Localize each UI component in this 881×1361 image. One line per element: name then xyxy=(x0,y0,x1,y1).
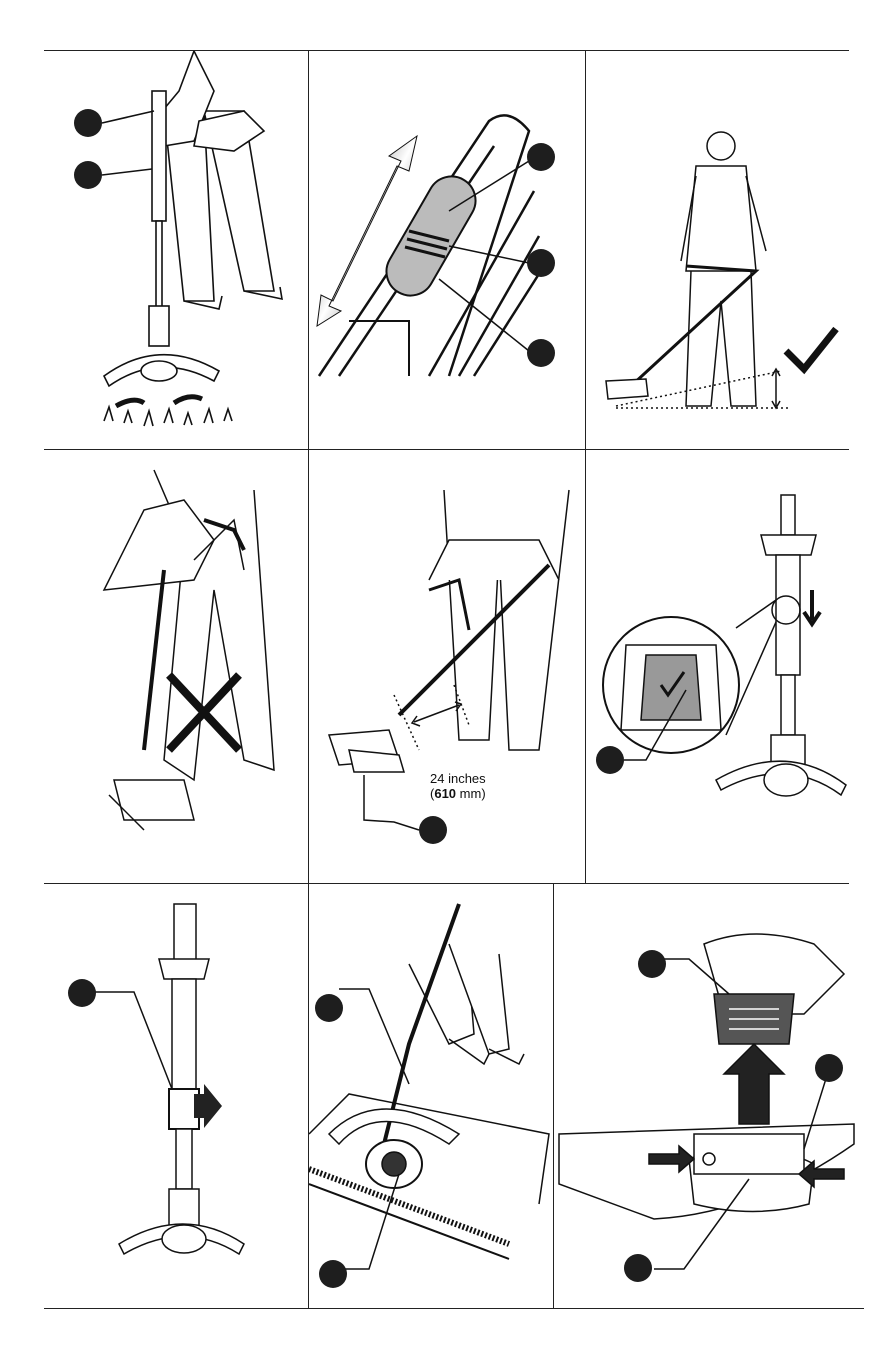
callout-marker xyxy=(68,979,96,1007)
callout-marker xyxy=(624,1254,652,1282)
figure-edge-guide-distance: 24 inches (610 mm) xyxy=(309,450,585,883)
figure-rotate-head xyxy=(44,884,308,1308)
distance-label-imperial: 24 inches xyxy=(430,771,486,786)
callout-marker xyxy=(315,994,343,1022)
callout-marker xyxy=(815,1054,843,1082)
distance-label-metric: (610 mm) xyxy=(430,786,486,801)
callout-marker xyxy=(74,109,102,137)
bottom-rule xyxy=(44,1308,864,1309)
callout-marker xyxy=(319,1260,347,1288)
check-mark-icon xyxy=(786,329,836,369)
callout-marker xyxy=(527,339,555,367)
callout-marker xyxy=(527,143,555,171)
figure-shaft-collar-detail xyxy=(586,450,849,883)
callout-marker xyxy=(527,249,555,277)
callout-marker xyxy=(419,816,447,844)
figure-edging-along-lawn xyxy=(309,884,553,1308)
figure-spool-cap-removal xyxy=(554,884,864,1308)
callout-marker xyxy=(596,746,624,774)
figure-correct-angle xyxy=(586,51,849,449)
figure-incorrect-edging-position xyxy=(44,450,308,883)
figure-handle-adjust-button xyxy=(309,51,585,449)
callout-marker xyxy=(74,161,102,189)
callout-marker xyxy=(638,950,666,978)
distance-label: 24 inches (610 mm) xyxy=(430,771,486,801)
figure-operating-position xyxy=(44,51,308,449)
